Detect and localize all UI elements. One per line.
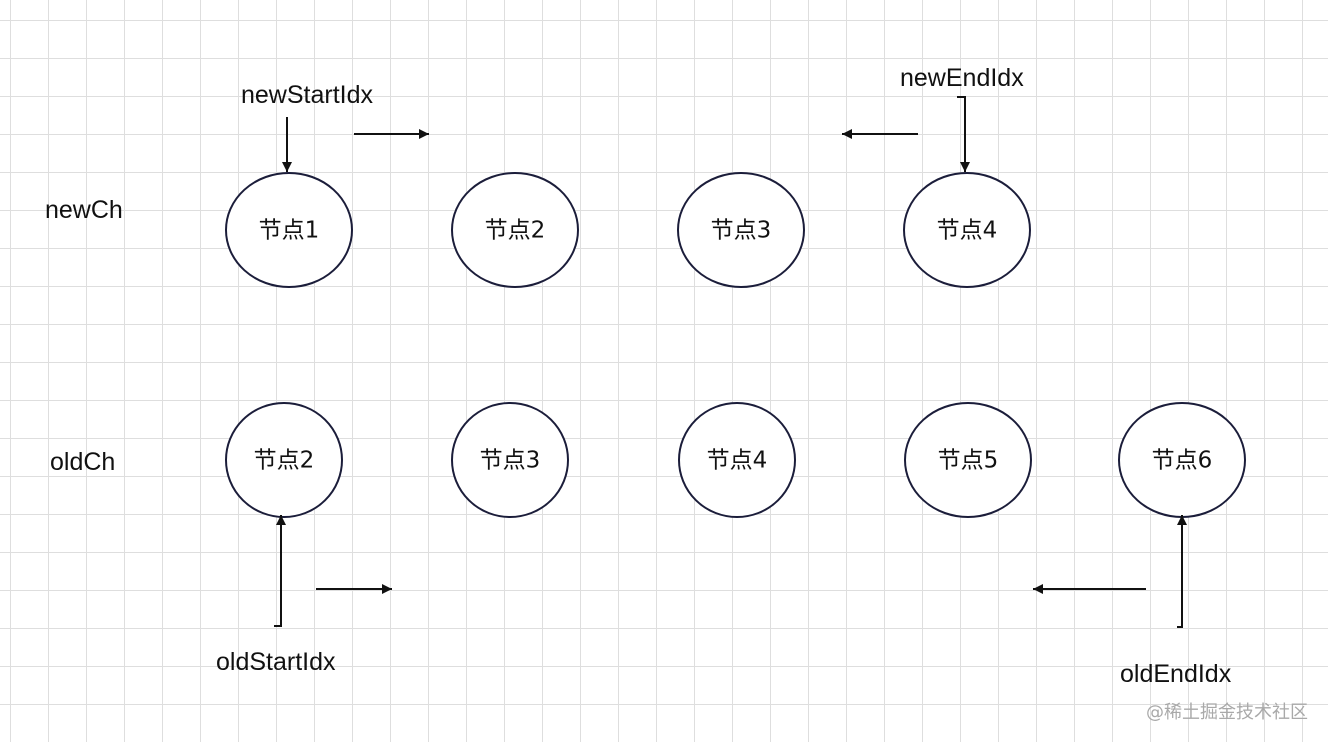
new-end-down-arrow bbox=[957, 96, 970, 172]
old-node-4: 节点5 bbox=[904, 402, 1032, 518]
old-node-4-label: 节点5 bbox=[938, 448, 999, 474]
new-node-4-label: 节点4 bbox=[937, 218, 998, 244]
old-node-2: 节点3 bbox=[451, 402, 569, 518]
old-end-up-arrow bbox=[1177, 515, 1187, 628]
new-node-3-label: 节点3 bbox=[711, 218, 772, 244]
old-node-3: 节点4 bbox=[678, 402, 796, 518]
new-node-2-label: 节点2 bbox=[485, 218, 546, 244]
new-node-2: 节点2 bbox=[451, 172, 579, 288]
new-start-idx-label: newStartIdx bbox=[241, 81, 374, 109]
old-start-up-arrow bbox=[274, 515, 286, 627]
watermark: @稀土掘金技术社区 bbox=[1146, 702, 1308, 723]
new-node-1-label: 节点1 bbox=[259, 218, 320, 244]
old-node-5-label: 节点6 bbox=[1152, 448, 1213, 474]
old-node-3-label: 节点4 bbox=[707, 448, 768, 474]
old-node-1: 节点2 bbox=[225, 402, 343, 518]
old-node-5: 节点6 bbox=[1118, 402, 1246, 518]
new-node-3: 节点3 bbox=[677, 172, 805, 288]
new-end-idx-label: newEndIdx bbox=[900, 64, 1024, 92]
old-start-idx-label: oldStartIdx bbox=[216, 648, 336, 676]
old-end-idx-label: oldEndIdx bbox=[1120, 660, 1232, 688]
new-node-4: 节点4 bbox=[903, 172, 1031, 288]
newch-row-label: newCh bbox=[45, 196, 123, 224]
old-node-2-label: 节点3 bbox=[480, 448, 541, 474]
oldch-row-label: oldCh bbox=[50, 448, 115, 476]
old-node-1-label: 节点2 bbox=[254, 448, 315, 474]
new-node-1: 节点1 bbox=[225, 172, 353, 288]
